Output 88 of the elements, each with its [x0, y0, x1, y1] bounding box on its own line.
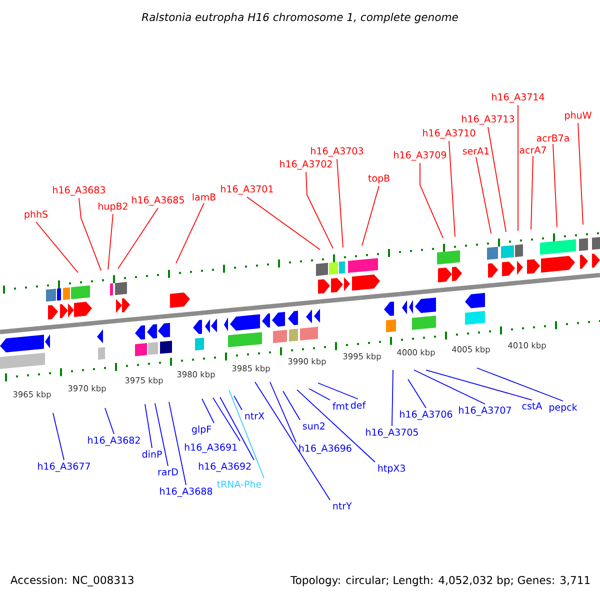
- gene-label: h16_A3677: [38, 462, 90, 472]
- gene-label: ntrY: [333, 502, 352, 510]
- gene-label: phuW: [565, 111, 592, 121]
- gene-label: cstA: [522, 402, 542, 410]
- leader-line: [362, 186, 380, 246]
- leader-line: [476, 368, 564, 402]
- leader-line: [168, 401, 186, 486]
- axis-tick-label: 3985 kbp: [230, 364, 272, 374]
- leader-line: [552, 144, 558, 228]
- leader-line: [154, 402, 168, 466]
- gene-label: h16_A3701: [221, 185, 273, 195]
- gene-label: h16_A3714: [492, 93, 544, 103]
- leader-line: [202, 398, 214, 424]
- leader-line: [228, 390, 264, 478]
- gene-label: dinP: [142, 450, 162, 458]
- gene-label: phhS: [24, 210, 48, 220]
- gene-label: h16_A3710: [423, 129, 476, 139]
- gene-label: hupB2: [98, 202, 128, 212]
- gene-label: acrA7: [520, 146, 546, 154]
- axis-tick-label: 3980 kbp: [176, 370, 216, 380]
- footer-text: Accession: NC_008313: [10, 576, 134, 586]
- leader-line: [212, 397, 240, 442]
- leader-line: [118, 208, 158, 270]
- gene-label: h16_A3682: [88, 436, 140, 446]
- gene-label: h16_A3709: [394, 151, 446, 161]
- leader-line: [296, 389, 376, 462]
- gene-label: h16_A3691: [184, 443, 237, 453]
- leader-line: [414, 370, 486, 404]
- gene-label: h16_A3683: [53, 186, 106, 196]
- leader-line: [78, 198, 102, 271]
- map-title: Ralstonia eutropha H16 chromosome 1, complete genome: [142, 12, 458, 24]
- gene-label: h16_A3707: [459, 406, 511, 416]
- gene-label: ntrX: [245, 412, 264, 420]
- axis-tick-label: 3995 kbp: [342, 352, 382, 362]
- leader-line: [52, 412, 64, 460]
- leader-line: [270, 382, 296, 442]
- gene-label: acrB7a: [536, 134, 569, 142]
- leader-line: [220, 396, 254, 460]
- leader-line: [176, 202, 204, 264]
- leader-line: [234, 395, 242, 410]
- leader-line: [336, 158, 344, 248]
- axis-tick-label: 3965 kbp: [12, 390, 52, 400]
- leader-line: [530, 156, 534, 230]
- gene-label: pepck: [550, 403, 578, 413]
- leader-line: [254, 382, 330, 500]
- leader-line: [144, 404, 152, 448]
- gene-label: h16_A3706: [400, 410, 452, 420]
- leader-line: [408, 378, 426, 408]
- leader-line: [448, 140, 456, 238]
- leader-line: [476, 156, 492, 234]
- leader-line: [282, 390, 300, 420]
- leader-line: [318, 382, 358, 400]
- leader-line: [36, 222, 78, 274]
- gene-label: fmt: [332, 402, 349, 410]
- gene-label: h16_A3703: [311, 147, 364, 157]
- leader-line: [308, 388, 330, 400]
- gene-label: htpX3: [378, 464, 405, 474]
- axis-tick-label: 3990 kbp: [286, 357, 328, 367]
- gene-label: h16_A3713: [462, 115, 514, 125]
- gene-label: glpF: [192, 425, 212, 435]
- axis-tick-label: 4000 kbp: [396, 348, 436, 358]
- gene-label: topB: [368, 174, 390, 184]
- gene-label: h16_A3692: [198, 462, 251, 472]
- gene-label: tRNA-Phe: [217, 480, 262, 488]
- gene-label: h16_A3702: [280, 160, 332, 170]
- leader-line: [104, 408, 114, 434]
- leader-line: [108, 214, 114, 270]
- leader-line: [488, 126, 506, 232]
- gene-label: lamB: [192, 193, 216, 201]
- leader-line: [392, 370, 394, 426]
- gene-label: def: [350, 401, 366, 409]
- axis-tick-label: 4005 kbp: [450, 345, 492, 355]
- gene-label: sun2: [302, 422, 324, 430]
- leader-line: [246, 196, 320, 250]
- gene-label: serA1: [462, 148, 489, 155]
- axis-tick-label: 3975 kbp: [124, 376, 164, 386]
- gene-label: h16_A3696: [299, 444, 352, 454]
- gene-label: rarD: [158, 468, 178, 476]
- gene-label: h16_A3688: [160, 487, 212, 497]
- axis-tick-label: 4010 kbp: [506, 341, 548, 351]
- axis-tick-label: 3970 kbp: [66, 384, 108, 394]
- leader-line: [306, 172, 334, 249]
- footer-text: Topology: circular; Length: 4,052,032 bp; Genes: 3,711: [290, 576, 590, 586]
- leader-line: [420, 162, 444, 238]
- leader-line: [426, 370, 532, 400]
- leader-line: [578, 122, 584, 226]
- gene-label: h16_A3685: [132, 196, 184, 206]
- gene-label: h16_A3705: [366, 428, 418, 438]
